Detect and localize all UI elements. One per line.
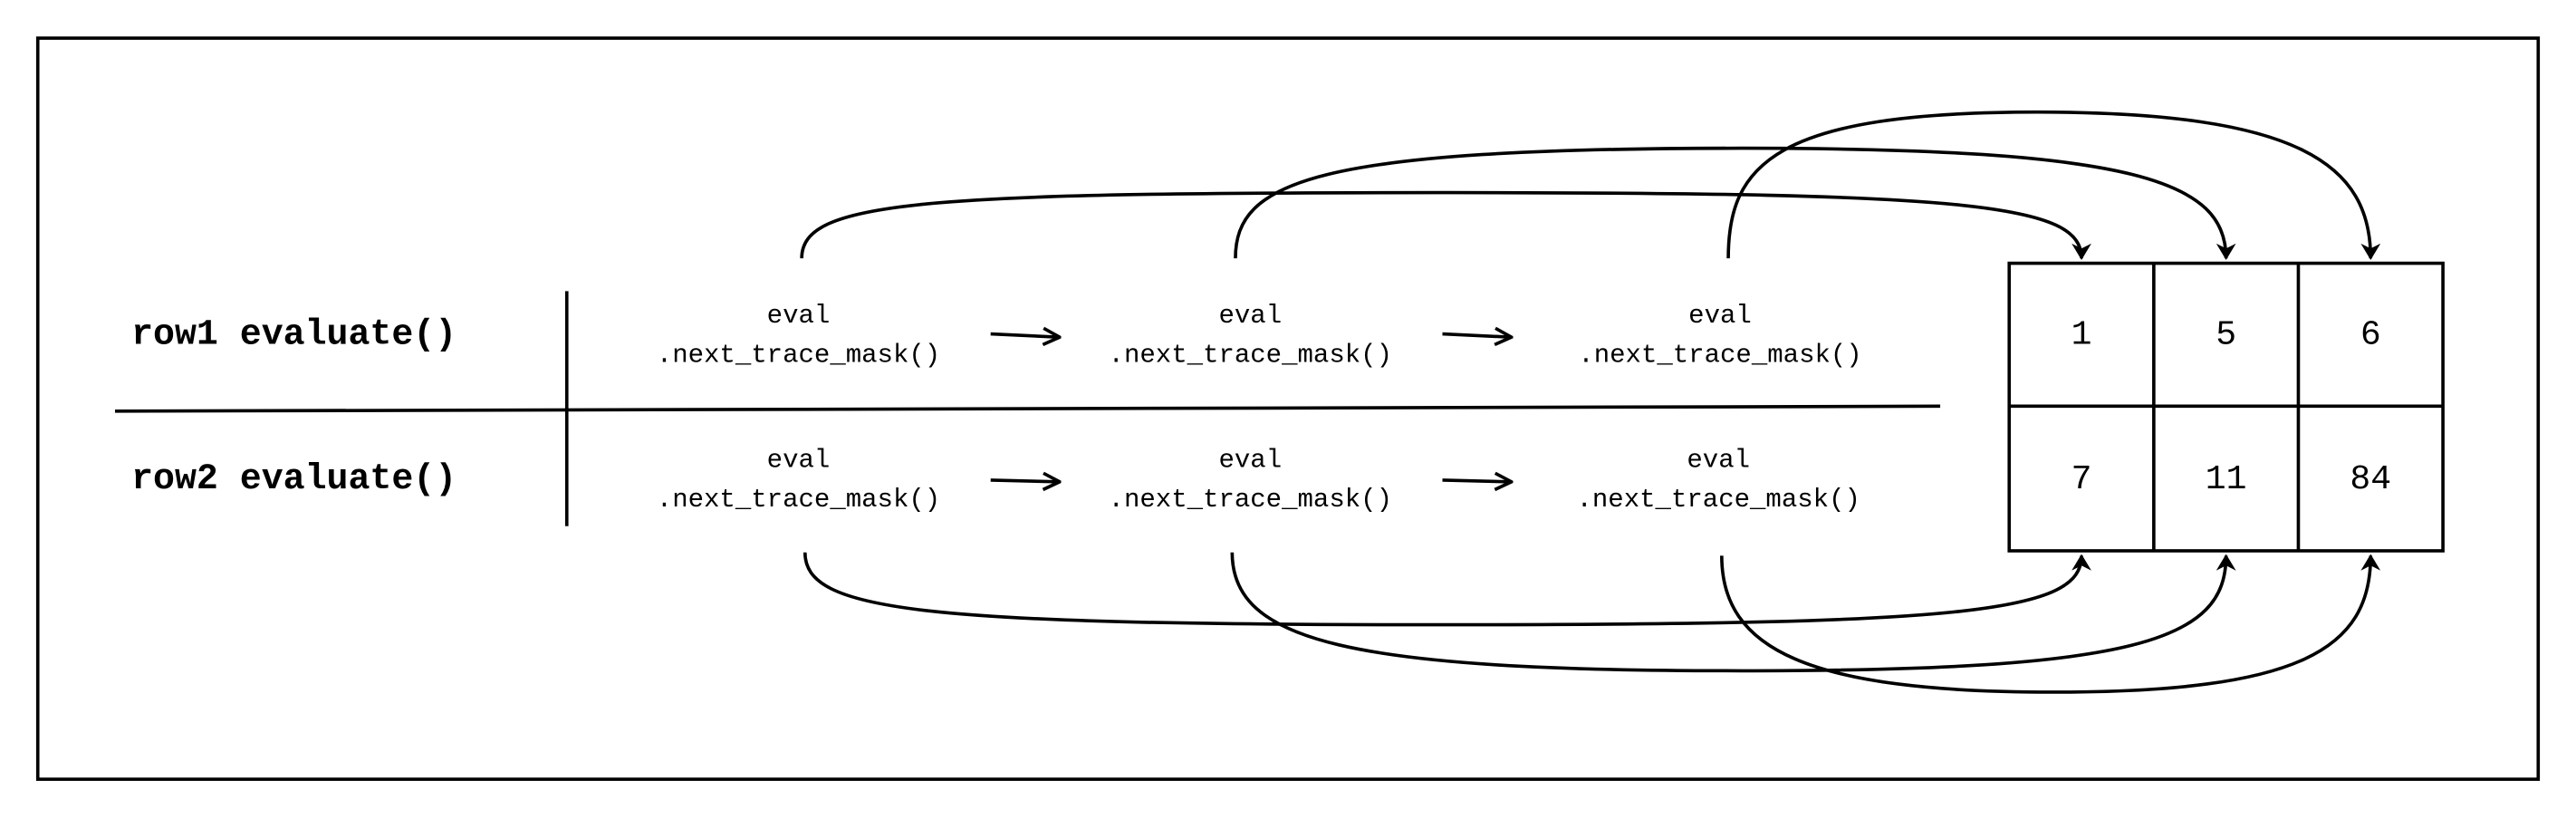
step-eval: eval: [1687, 445, 1750, 475]
arrow-icon: [990, 480, 1060, 482]
step-eval: eval: [1218, 301, 1282, 331]
connector-curve: [1234, 146, 2236, 260]
row2-step-1: eval .next_trace_mask(): [657, 445, 940, 515]
step-method: .next_trace_mask(): [1109, 485, 1392, 515]
row1-step-3: eval .next_trace_mask(): [1578, 301, 1861, 371]
step-eval: eval: [1688, 301, 1752, 331]
step-method: .next_trace_mask(): [657, 340, 940, 370]
arrow-icon: [1442, 480, 1511, 482]
row2-label: row2 evaluate(): [131, 458, 457, 499]
frame: [35, 36, 2541, 781]
arrow-icon: [990, 334, 1060, 338]
grid-cell: 5: [2216, 315, 2236, 354]
step-method: .next_trace_mask(): [1578, 340, 1861, 370]
row1-label: row1 evaluate(): [131, 313, 457, 354]
arrow-icon: [1442, 334, 1511, 338]
connector-curve: [1230, 552, 2236, 673]
step-eval: eval: [1218, 445, 1282, 475]
connector-curve: [1720, 554, 2381, 694]
result-grid: 1 5 6 7 11 84: [2007, 261, 2445, 553]
row1-step-2: eval .next_trace_mask(): [1109, 301, 1392, 371]
row2-step-2: eval .next_trace_mask(): [1109, 445, 1392, 515]
row1-step-1: eval .next_trace_mask(): [657, 301, 940, 371]
step-method: .next_trace_mask(): [1109, 340, 1392, 370]
connector-curve: [800, 190, 2091, 260]
row2-step-3: eval .next_trace_mask(): [1576, 445, 1860, 515]
step-eval: eval: [767, 445, 831, 475]
connector-curve: [1726, 110, 2381, 260]
grid-cell: 11: [2206, 460, 2247, 499]
grid-cell: 6: [2360, 315, 2381, 354]
grid-cell: 84: [2350, 460, 2391, 499]
connector-curve: [803, 552, 2091, 627]
row-divider: [114, 404, 1941, 413]
grid-cell: 1: [2071, 315, 2092, 354]
step-method: .next_trace_mask(): [1576, 485, 1860, 515]
step-method: .next_trace_mask(): [657, 485, 940, 515]
step-eval: eval: [767, 301, 831, 331]
grid-cell: 7: [2071, 460, 2092, 499]
